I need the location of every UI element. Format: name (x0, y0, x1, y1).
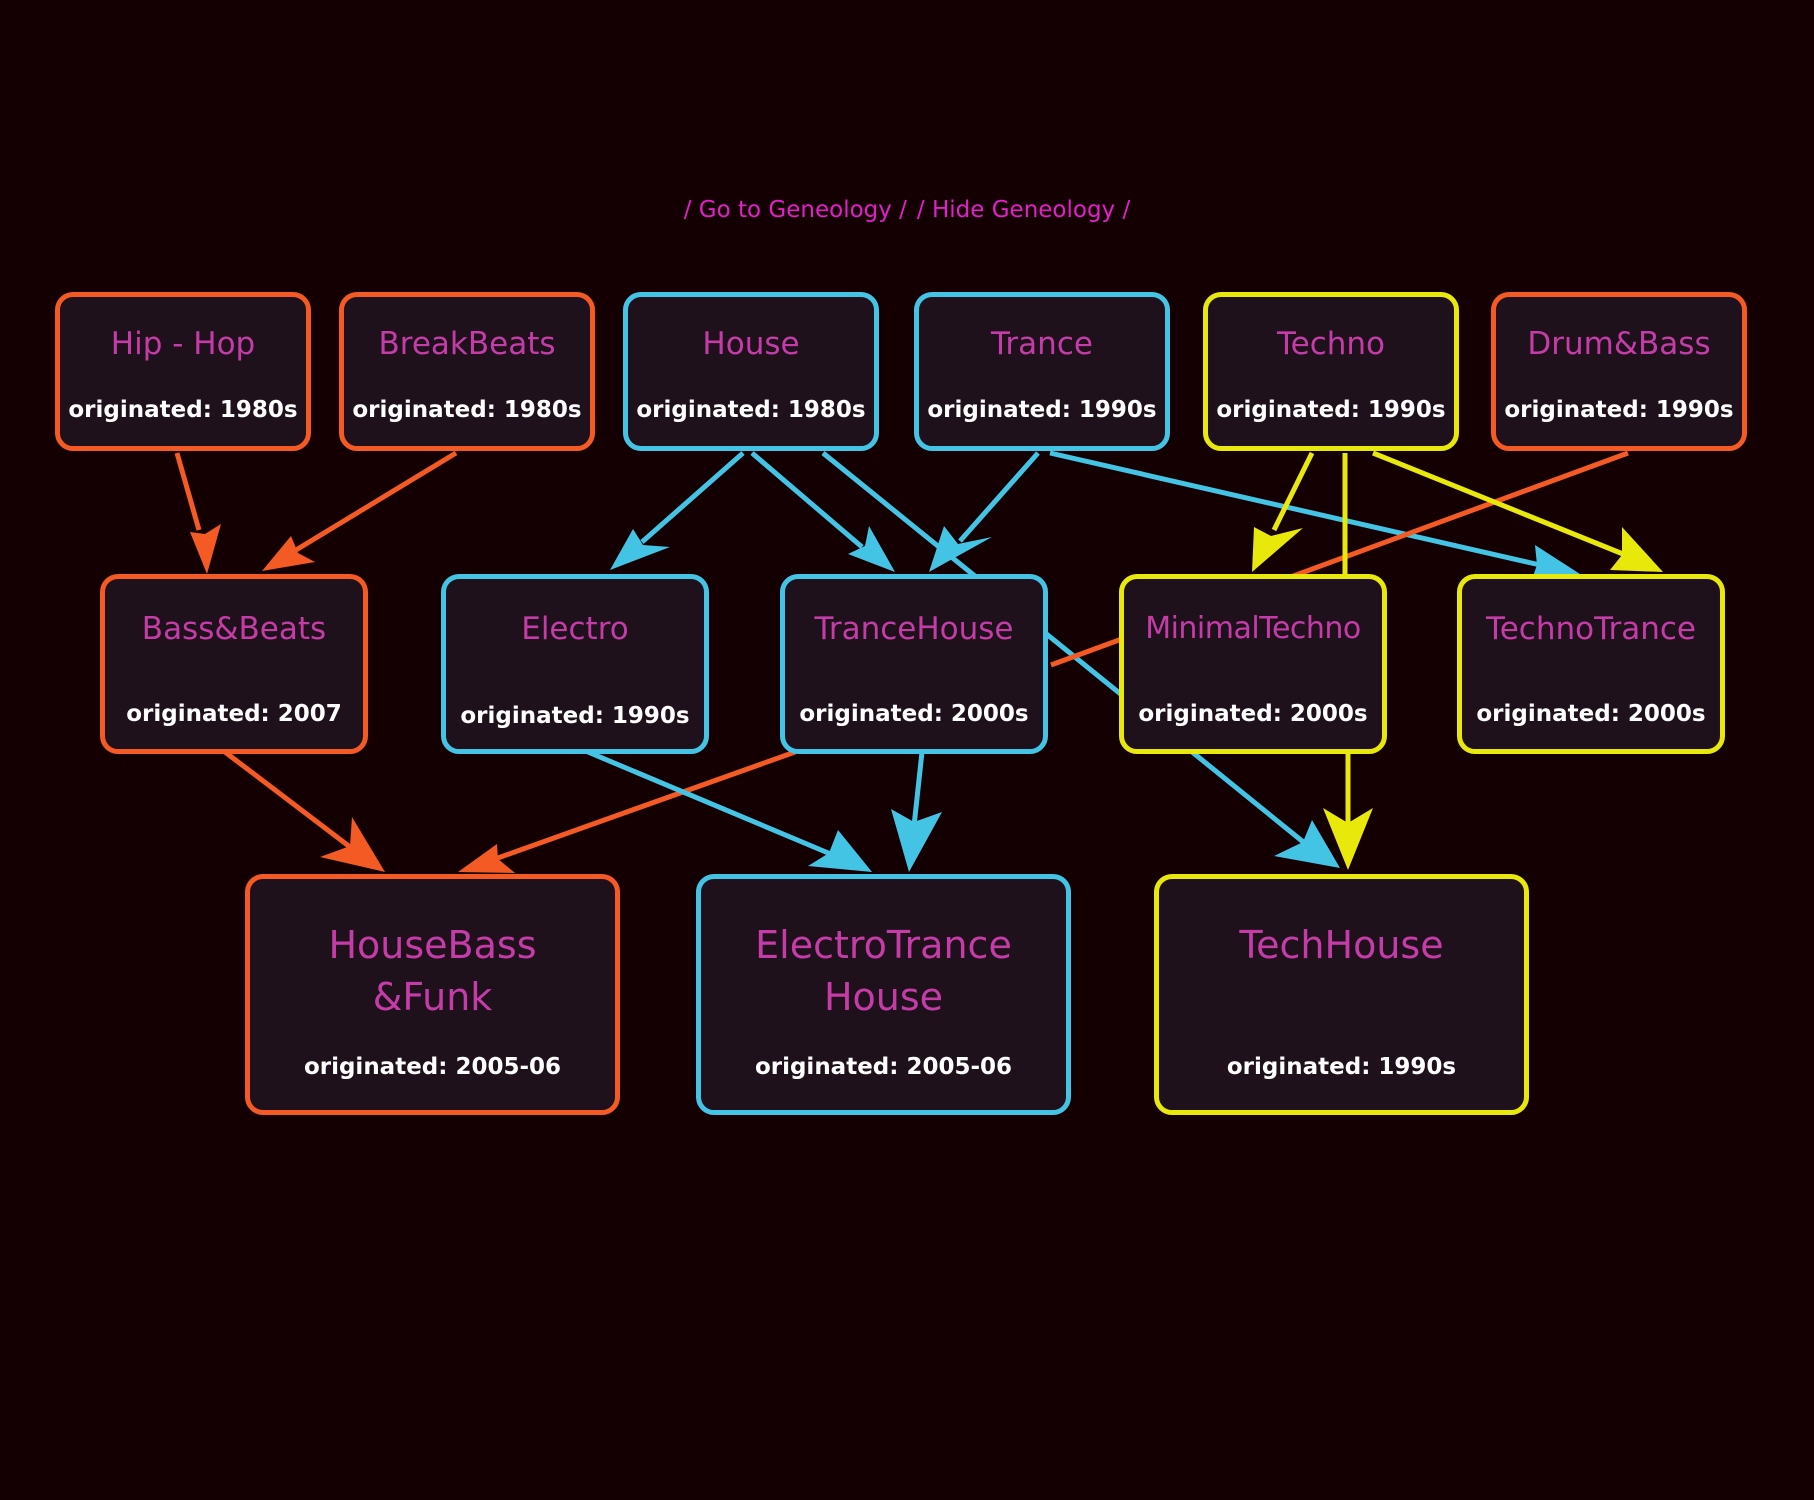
node-breakbeats[interactable]: BreakBeats originated: 1980s (339, 292, 595, 451)
genre-name-line-1: ElectroTrance (755, 923, 1012, 967)
originated-label: originated: 1980s (68, 397, 298, 423)
genre-name: TranceHouse (814, 611, 1014, 647)
originated-label: originated: 1980s (352, 397, 582, 423)
originated-label: originated: 2005-06 (754, 1054, 1013, 1080)
edge-trancehouse-electrotrancehouse (891, 751, 942, 872)
genre-name: Bass&Beats (141, 611, 327, 647)
originated-label: originated: 1990s (927, 397, 1157, 423)
genre-name: TechHouse (1239, 923, 1444, 967)
originated-label: originated: 2000s (1476, 701, 1706, 727)
edge-hiphop-bassbeats (174, 452, 221, 574)
node-techno[interactable]: Techno originated: 1990s (1203, 292, 1459, 451)
edge-trance-trancehouse (929, 451, 1040, 572)
genre-name: Trance (991, 326, 1093, 362)
node-electro[interactable]: Electro originated: 1990s (441, 574, 709, 754)
originated-label: originated: 2007 (126, 701, 342, 727)
originated-label: originated: 1990s (460, 703, 690, 729)
edge-electro-electrotrancehouse (587, 749, 872, 872)
edge-techno-minimaltechno (1252, 451, 1315, 572)
genre-name: ElectroTrance House (701, 919, 1066, 1023)
node-tech-house[interactable]: TechHouse originated: 1990s (1154, 874, 1529, 1115)
edge-trance-technotrance (1049, 450, 1580, 590)
originated-label: originated: 2000s (799, 701, 1029, 727)
genre-name: Drum&Bass (1527, 326, 1711, 362)
originated-label: originated: 1990s (1504, 397, 1734, 423)
originated-label: originated: 1990s (1226, 1054, 1457, 1080)
genre-name: MinimalTechno (1145, 611, 1361, 646)
edge-house-trancehouse (750, 451, 895, 572)
node-house[interactable]: House originated: 1980s (623, 292, 879, 451)
genre-name-line-2: House (823, 975, 944, 1019)
node-bass-and-beats[interactable]: Bass&Beats originated: 2007 (100, 574, 368, 754)
node-techno-trance[interactable]: TechnoTrance originated: 2000s (1457, 574, 1725, 754)
hide-genealogy-link[interactable]: / Hide Geneology / (916, 197, 1131, 223)
node-minimal-techno[interactable]: MinimalTechno originated: 2000s (1119, 574, 1387, 754)
genre-name-line-2: &Funk (372, 975, 493, 1019)
node-trance-house[interactable]: TranceHouse originated: 2000s (780, 574, 1048, 754)
node-trance[interactable]: Trance originated: 1990s (914, 292, 1170, 451)
go-to-genealogy-link[interactable]: / Go to Geneology / (683, 197, 907, 223)
genre-name: House (702, 326, 800, 362)
genre-name: Electro (521, 611, 629, 647)
genre-name: HouseBass &Funk (250, 919, 615, 1023)
node-house-bass-and-funk[interactable]: HouseBass &Funk originated: 2005-06 (245, 874, 620, 1115)
node-hip-hop[interactable]: Hip - Hop originated: 1980s (55, 292, 311, 451)
genre-name: Hip - Hop (110, 326, 256, 362)
genre-name-line-1: HouseBass (328, 923, 537, 967)
node-drum-and-bass[interactable]: Drum&Bass originated: 1990s (1491, 292, 1747, 451)
genealogy-nav: / Go to Geneology / / Hide Geneology / (0, 197, 1814, 223)
originated-label: originated: 2005-06 (303, 1054, 562, 1080)
edge-house-electro (610, 451, 745, 570)
edge-bassbeats-housebassfunk (223, 750, 385, 872)
originated-label: originated: 2000s (1138, 701, 1368, 727)
edge-techno-technotrance (1372, 450, 1663, 572)
genre-name: BreakBeats (378, 326, 556, 362)
node-electro-trance-house[interactable]: ElectroTrance House originated: 2005-06 (696, 874, 1071, 1115)
genre-name: Techno (1276, 326, 1386, 362)
originated-label: originated: 1980s (636, 397, 866, 423)
edge-breakbeats-bassbeats (262, 450, 458, 571)
originated-label: originated: 1990s (1216, 397, 1446, 423)
genre-name: TechnoTrance (1486, 611, 1696, 647)
